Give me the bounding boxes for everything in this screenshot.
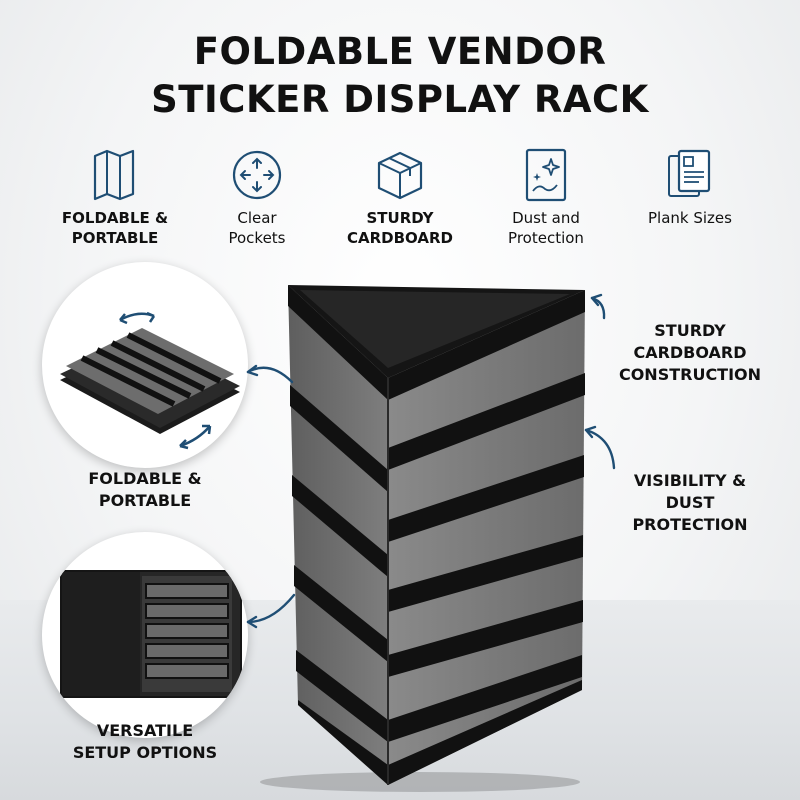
callout-foldable-line-1: FOLDABLE & bbox=[88, 469, 202, 488]
callout-visibility-line-1: VISIBILITY & bbox=[633, 471, 747, 490]
arrow-to-folded bbox=[246, 366, 294, 384]
callout-construction-line-2: CARDBOARD bbox=[633, 343, 747, 362]
feature-clear-pockets-line-1: Clear bbox=[237, 209, 277, 227]
arrow-to-construction bbox=[590, 296, 606, 320]
folded-rack-image bbox=[42, 262, 248, 468]
callout-visibility-line-3: PROTECTION bbox=[632, 515, 748, 534]
page-title: FOLDABLE VENDOR STICKER DISPLAY RACK bbox=[0, 28, 800, 124]
feature-sturdy-cardboard-line-2: CARDBOARD bbox=[346, 229, 453, 247]
callout-sturdy-construction: STURDY CARDBOARD CONSTRUCTION bbox=[600, 320, 780, 386]
open-panel-image bbox=[42, 532, 248, 738]
expand-arrows-icon bbox=[232, 150, 282, 200]
callout-visibility-dust: VISIBILITY & DUST PROTECTION bbox=[600, 470, 780, 536]
folded-map-icon bbox=[93, 149, 135, 201]
feature-clear-pockets: Clear Pockets bbox=[187, 146, 327, 248]
callout-construction-line-3: CONSTRUCTION bbox=[618, 365, 762, 384]
sparkle-card-icon bbox=[525, 148, 567, 202]
callout-versatile-line-2: SETUP OPTIONS bbox=[72, 743, 218, 762]
title-line-2: STICKER DISPLAY RACK bbox=[151, 78, 649, 121]
callout-foldable-line-2: PORTABLE bbox=[98, 491, 192, 510]
feature-sturdy-cardboard-line-1: STURDY bbox=[366, 209, 434, 227]
feature-plank-sizes: Plank Sizes bbox=[620, 146, 760, 228]
feature-foldable-line-2: PORTABLE bbox=[71, 229, 159, 247]
callout-visibility-line-2: DUST bbox=[665, 493, 715, 512]
feature-clear-pockets-line-2: Pockets bbox=[228, 229, 286, 247]
feature-foldable-line-1: FOLDABLE & bbox=[61, 209, 169, 227]
open-panel-illustration bbox=[60, 570, 242, 698]
callout-versatile-setup: VERSATILE SETUP OPTIONS bbox=[45, 720, 245, 764]
feature-dust-protection-line-1: Dust and bbox=[512, 209, 580, 227]
callout-construction-line-1: STURDY bbox=[654, 321, 726, 340]
feature-dust-protection-line-2: Protection bbox=[508, 229, 584, 247]
callout-versatile-line-1: VERSATILE bbox=[96, 721, 194, 740]
box-icon bbox=[377, 151, 423, 200]
feature-sturdy-cardboard: STURDY CARDBOARD bbox=[330, 146, 470, 248]
feature-dust-protection: Dust and Protection bbox=[476, 146, 616, 248]
feature-foldable: FOLDABLE & PORTABLE bbox=[45, 146, 185, 248]
arrow-to-visibility bbox=[584, 428, 616, 470]
feature-plank-sizes-line-1: Plank Sizes bbox=[648, 209, 732, 227]
folded-rack-illustration bbox=[60, 311, 240, 450]
title-line-1: FOLDABLE VENDOR bbox=[193, 30, 607, 73]
documents-icon bbox=[668, 149, 711, 197]
callout-foldable-portable: FOLDABLE & PORTABLE bbox=[45, 468, 245, 512]
